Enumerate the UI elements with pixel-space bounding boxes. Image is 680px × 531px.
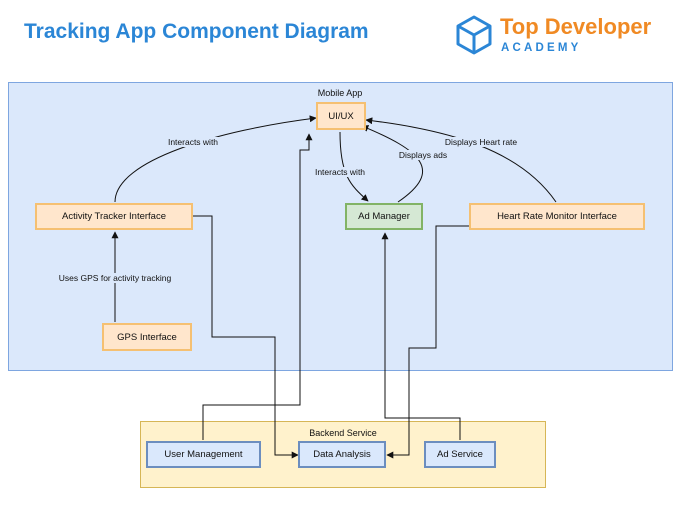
edge-tracker-to-uiux [114, 115, 317, 203]
node-gps-interface: GPS Interface [102, 323, 192, 351]
edge-user-mgmt-to-uiux [202, 133, 313, 440]
edge-ad-manager-to-uiux [361, 125, 423, 203]
edge-label-ad-manager-to-uiux: Displays ads [396, 150, 450, 160]
node-user-management: User Management [146, 441, 261, 468]
node-activity-tracker-interface: Activity Tracker Interface [35, 203, 193, 230]
edge-label-gps-to-tracker: Uses GPS for activity tracking [56, 273, 174, 283]
brand-logo: Top Developer ACADEMY [456, 12, 671, 62]
edge-tracker-to-data-analysis [193, 215, 299, 459]
node-data-analysis: Data Analysis [298, 441, 386, 468]
node-ui-ux: UI/UX [316, 102, 366, 130]
node-ad-service: Ad Service [424, 441, 496, 468]
backend-service-label: Backend Service [309, 428, 377, 438]
brand-name: Top Developer [500, 14, 652, 39]
edge-heart-rate-to-data-analysis [386, 225, 469, 459]
mobile-app-label: Mobile App [317, 88, 363, 98]
edge-heart-rate-to-uiux [365, 117, 557, 203]
brand-subtitle: ACADEMY [501, 42, 582, 54]
edge-label-uiux-to-ad-manager: Interacts with [312, 167, 368, 177]
page-title: Tracking App Component Diagram [24, 20, 369, 43]
node-ad-manager: Ad Manager [345, 203, 423, 230]
node-heart-rate-monitor-interface: Heart Rate Monitor Interface [469, 203, 645, 230]
cube-icon [456, 15, 492, 55]
edge-ad-service-to-ad-manager [381, 232, 461, 440]
edge-label-heart-rate-to-uiux: Displays Heart rate [442, 137, 520, 147]
edge-label-tracker-to-uiux: Interacts with [165, 137, 221, 147]
